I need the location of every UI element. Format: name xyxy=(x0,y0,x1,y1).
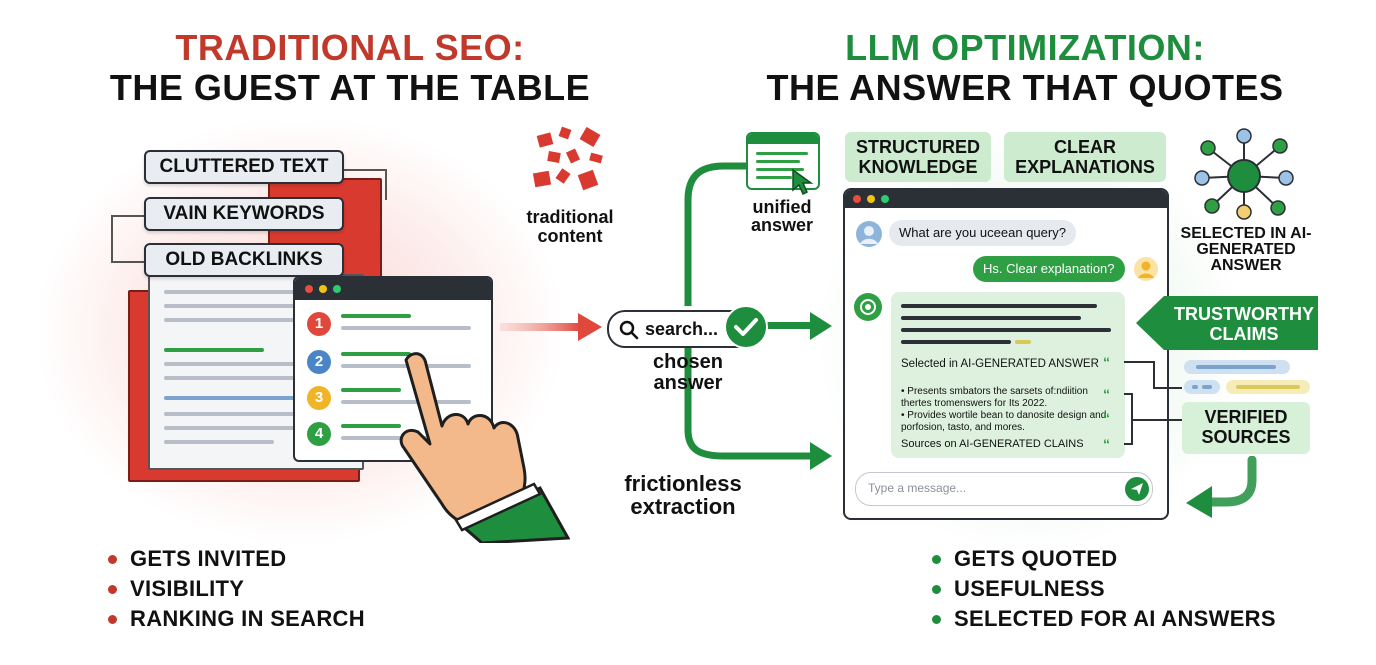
left-bullet-item: RANKING IN SEARCH xyxy=(106,604,365,634)
rank-number-1: 1 xyxy=(307,312,331,336)
bar-decor xyxy=(1184,360,1290,374)
reply-bubble: Hs. Clear explanation? xyxy=(973,256,1125,282)
search-icon xyxy=(619,320,639,340)
tag-old-backlinks: OLD BACKLINKS xyxy=(144,243,344,277)
scattered-fragments-icon xyxy=(532,126,603,191)
right-bullet-item: SELECTED FOR AI ANSWERS xyxy=(930,604,1276,634)
trustworthy-arrow-shape xyxy=(1136,296,1318,350)
right-bullet-item: USEFULNESS xyxy=(930,574,1276,604)
tag-vain-keywords: VAIN KEYWORDS xyxy=(144,197,344,231)
right-title: LLM OPTIMIZATION: THE ANSWER THAT QUOTES xyxy=(740,28,1310,108)
right-bullet-list: GETS QUOTED USEFULNESS SELECTED FOR AI A… xyxy=(930,544,1276,634)
right-title-line1: LLM OPTIMIZATION: xyxy=(845,27,1205,68)
rank-number-4: 4 xyxy=(307,422,331,446)
left-bullet-item: GETS INVITED xyxy=(106,544,365,574)
right-title-line2: THE ANSWER THAT QUOTES xyxy=(766,67,1284,108)
answer-bullet-1: • Presents smbators the sarsets of:ndiit… xyxy=(901,386,1088,409)
tag-cluttered-text: CLUTTERED TEXT xyxy=(144,150,344,184)
right-bullet-item: GETS QUOTED xyxy=(930,544,1276,574)
bar-decor xyxy=(1226,380,1310,394)
answer-card: Selected in AI-GENERATED ANSWER “ • Pres… xyxy=(891,292,1125,458)
search-text: search... xyxy=(645,319,719,339)
left-bullet-list: GETS INVITED VISIBILITY RANKING IN SEARC… xyxy=(106,544,365,634)
user-avatar-icon xyxy=(856,221,882,247)
message-input[interactable]: Type a message... xyxy=(855,472,1153,506)
left-title-line2: THE GUEST AT THE TABLE xyxy=(109,67,591,108)
quote-icon: “ xyxy=(1103,436,1110,452)
checkmark-icon xyxy=(724,305,768,349)
send-icon[interactable] xyxy=(1124,476,1150,502)
left-title-line1: TRADITIONAL SEO: xyxy=(175,27,525,68)
chosen-answer-label: chosen answer xyxy=(652,351,724,394)
user-query-bubble: What are you uceean query? xyxy=(889,220,1076,246)
left-bullet-item: VISIBILITY xyxy=(106,574,365,604)
frictionless-extraction-label: frictionless extraction xyxy=(624,471,742,519)
rank-number-2: 2 xyxy=(307,350,331,374)
ai-logo-icon xyxy=(854,293,882,321)
window-titlebar xyxy=(295,278,491,300)
chip-structured-knowledge: STRUCTURED KNOWLEDGE xyxy=(845,132,991,182)
pointing-hand-icon xyxy=(399,352,570,543)
chat-window: What are you uceean query? Hs. Clear exp… xyxy=(843,188,1169,520)
selected-in-ai-badge: SELECTED IN AI-GENERATED ANSWER xyxy=(1180,225,1312,274)
message-input-placeholder: Type a message... xyxy=(868,481,967,495)
bar-decor xyxy=(1184,380,1220,394)
search-results-window: 1 2 3 4 xyxy=(293,276,493,462)
cursor-arrow-icon xyxy=(792,168,814,196)
chat-titlebar xyxy=(845,190,1167,208)
traditional-content-label: traditional content xyxy=(526,207,614,246)
selected-line: Selected in AI-GENERATED ANSWER xyxy=(901,358,1099,370)
red-arrow-icon xyxy=(500,313,602,341)
network-node-icon xyxy=(1194,128,1294,220)
quote-icon: “ xyxy=(1103,386,1110,402)
green-routing-arrows xyxy=(684,162,832,470)
sources-line: Sources on AI-GENERATED CLAINS xyxy=(901,438,1084,450)
return-arrow-icon xyxy=(1186,456,1257,518)
rank-number-3: 3 xyxy=(307,386,331,410)
unified-answer-label: unified answer xyxy=(750,197,814,235)
left-title: TRADITIONAL SEO: THE GUEST AT THE TABLE xyxy=(60,28,640,108)
answer-bullet-2: • Provides wortile bean to danosite desi… xyxy=(901,410,1107,433)
assistant-avatar-icon xyxy=(1134,257,1158,281)
quote-connectors xyxy=(1124,361,1182,445)
trustworthy-claims-badge: TRUSTWORTHY CLAIMS xyxy=(1174,304,1314,344)
verified-sources-badge: VERIFIED SOURCES xyxy=(1182,402,1310,454)
chip-clear-explanations: CLEAR EXPLANATIONS xyxy=(1004,132,1166,182)
quote-icon: “ xyxy=(1103,354,1110,370)
unified-answer-window-icon xyxy=(746,132,820,190)
quote-icon: “ xyxy=(1103,410,1110,426)
